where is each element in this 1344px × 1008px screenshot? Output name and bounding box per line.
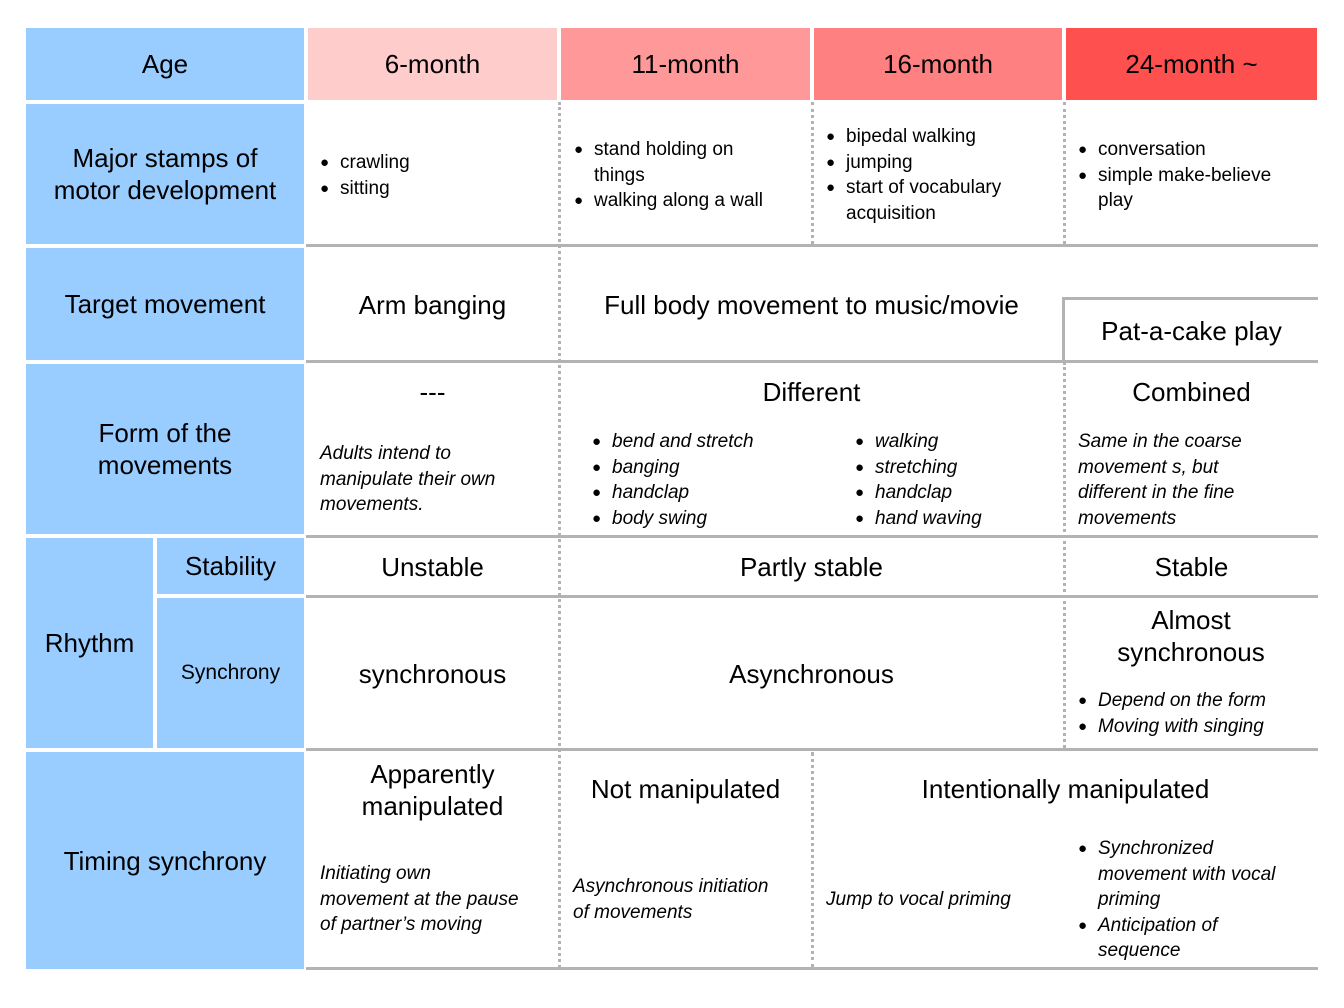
timing-16-month-text: Jump to vocal priming — [826, 889, 1011, 910]
list-item: handclap — [855, 480, 982, 506]
stamps-24-month: conversation simple make-believe play — [1078, 137, 1271, 214]
rule-target-bottom — [306, 360, 1318, 363]
list-item-continuation: play — [1098, 190, 1133, 211]
list-item: Depend on the form — [1078, 688, 1266, 714]
list-item-continuation: sequence — [1098, 940, 1181, 961]
synchrony-24-month-title: Almost synchronous — [1117, 605, 1265, 667]
list-item: conversation — [1078, 137, 1271, 163]
form-6-month-title: --- — [419, 377, 446, 407]
timing-24-month-list: Synchronized movement with vocal priming… — [1078, 836, 1275, 964]
list-item: Anticipation of — [1078, 913, 1275, 939]
form-different-right-list: walking stretching handclap hand waving — [855, 429, 982, 531]
divider-6-11-top — [558, 102, 561, 968]
rule-table-bottom — [306, 967, 1318, 970]
stamps-11-month: stand holding on things walking along a … — [574, 137, 763, 214]
header-16-month: 16-month — [814, 28, 1062, 100]
divider-16-24-rows — [1063, 362, 1066, 748]
list-item: walking along a wall — [574, 188, 763, 214]
list-item: crawling — [320, 150, 410, 176]
form-different-left-list: bend and stretch banging handclap body s… — [592, 429, 754, 531]
list-item: stretching — [855, 455, 982, 481]
target-11-16-month: Full body movement to music/movie — [604, 290, 1019, 320]
divider-11-16-stamps — [811, 102, 814, 244]
list-item: Moving with singing — [1078, 714, 1266, 740]
form-combined-text: Same in the coarse movement s, but diffe… — [1078, 431, 1242, 529]
rule-stamps-bottom — [306, 244, 1318, 247]
form-different-title: Different — [762, 377, 861, 407]
target-6-month: Arm banging — [358, 290, 507, 320]
list-item: simple make-believe — [1078, 163, 1271, 189]
label-synchrony: Synchrony — [157, 598, 304, 748]
synchrony-6-month: synchronous — [358, 659, 507, 689]
header-24-month: 24-month ~ — [1066, 28, 1317, 100]
stamps-16-month: bipedal walking jumping start of vocabul… — [826, 124, 1001, 226]
divider-16-24-stamps — [1063, 102, 1066, 244]
timing-16-24-month-title: Intentionally manipulated — [921, 774, 1210, 804]
header-6-month: 6-month — [308, 28, 557, 100]
label-stability: Stability — [157, 538, 304, 594]
list-item-continuation: priming — [1098, 889, 1161, 910]
rule-pat-a-cake-left — [1062, 297, 1065, 361]
timing-6-month-title: Apparently manipulated — [361, 759, 504, 821]
target-24-month: Pat-a-cake play — [1101, 316, 1282, 346]
list-item: sitting — [320, 176, 410, 202]
stability-6-month: Unstable — [381, 552, 484, 582]
list-item: body swing — [592, 506, 754, 532]
header-age: Age — [26, 28, 304, 100]
list-item: stand holding on — [574, 137, 763, 163]
list-item: start of vocabulary — [826, 175, 1001, 201]
list-item-continuation: things — [594, 164, 645, 186]
list-item: hand waving — [855, 506, 982, 532]
timing-6-month-text: Initiating own movement at the pause of … — [320, 863, 519, 935]
label-target-movement: Target movement — [26, 248, 304, 360]
list-item: handclap — [592, 480, 754, 506]
label-major-stamps: Major stamps of motor development — [26, 104, 304, 244]
list-item: walking — [855, 429, 982, 455]
form-combined-title: Combined — [1132, 377, 1251, 407]
label-rhythm: Rhythm — [26, 538, 153, 748]
header-11-month: 11-month — [561, 28, 810, 100]
rule-pat-a-cake-top — [1063, 297, 1318, 300]
rule-synchrony-bottom — [306, 748, 1318, 751]
list-item-continuation: acquisition — [846, 202, 936, 224]
stamps-6-month: crawling sitting — [320, 150, 410, 201]
rule-stability-bottom — [306, 595, 1318, 598]
synchrony-11-16-month: Asynchronous — [729, 659, 894, 689]
list-item: bipedal walking — [826, 124, 1001, 150]
form-6-month-text: Adults intend to manipulate their own mo… — [320, 443, 496, 515]
timing-11-month-text: Asynchronous initiation of movements — [573, 876, 769, 923]
list-item: jumping — [826, 150, 1001, 176]
divider-11-16-timing — [811, 752, 814, 968]
list-item: bend and stretch — [592, 429, 754, 455]
timing-11-month-title: Not manipulated — [590, 774, 781, 804]
list-item-continuation: movement with vocal — [1098, 863, 1276, 885]
rule-form-bottom — [306, 535, 1318, 538]
stability-24-month: Stable — [1154, 552, 1229, 582]
stability-11-16-month: Partly stable — [739, 552, 884, 582]
synchrony-24-month-list: Depend on the form Moving with singing — [1078, 688, 1266, 739]
list-item: banging — [592, 455, 754, 481]
label-timing-synchrony: Timing synchrony — [26, 752, 304, 969]
list-item: Synchronized — [1078, 836, 1275, 862]
label-form-of-movements: Form of the movements — [26, 364, 304, 534]
